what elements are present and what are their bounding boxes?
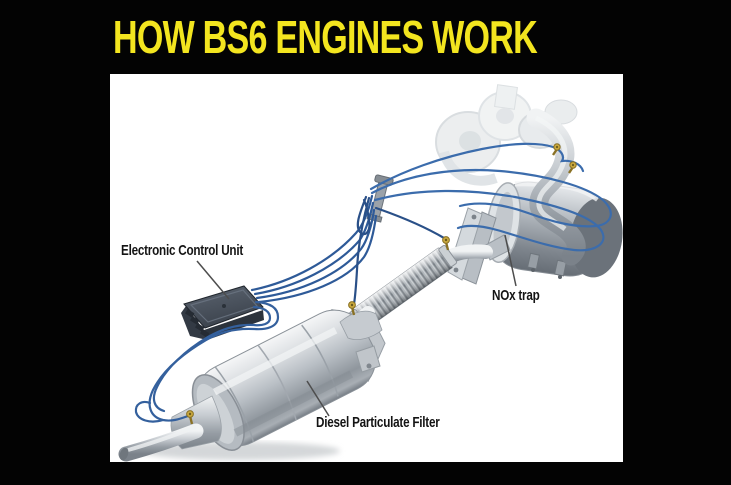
- label-diesel-particulate-filter: Diesel Particulate Filter: [316, 414, 440, 431]
- page-title: HOW BS6 ENGINES WORK: [113, 11, 538, 63]
- label-nox-trap: NOx trap: [492, 287, 540, 304]
- inlet-casting: [339, 310, 383, 373]
- tailpipe: [118, 423, 204, 462]
- leader-lines: [196, 234, 517, 417]
- oxygen-sensors: [186, 143, 577, 425]
- downpipe-highlight: [534, 115, 568, 232]
- turbocharger: [435, 84, 578, 186]
- diagram-panel: Electronic Control Unit NOx trap Diesel …: [110, 74, 623, 462]
- wiring-harness: [134, 142, 612, 423]
- sensor-icon: [552, 143, 561, 156]
- sensor-icon: [442, 236, 450, 251]
- sensor-icon: [186, 410, 194, 425]
- nox-trap-mounts: [527, 252, 567, 279]
- sensor-icon: [568, 161, 577, 174]
- leader-dpf: [306, 380, 330, 417]
- tailpipe-highlight: [127, 425, 197, 452]
- label-electronic-control-unit: Electronic Control Unit: [121, 242, 244, 259]
- leader-nox: [504, 234, 517, 287]
- sensor-icon: [348, 301, 356, 316]
- leader-ecu: [196, 260, 230, 300]
- bs6-engine-diagram: [118, 84, 623, 462]
- tailpipe-end: [119, 447, 129, 461]
